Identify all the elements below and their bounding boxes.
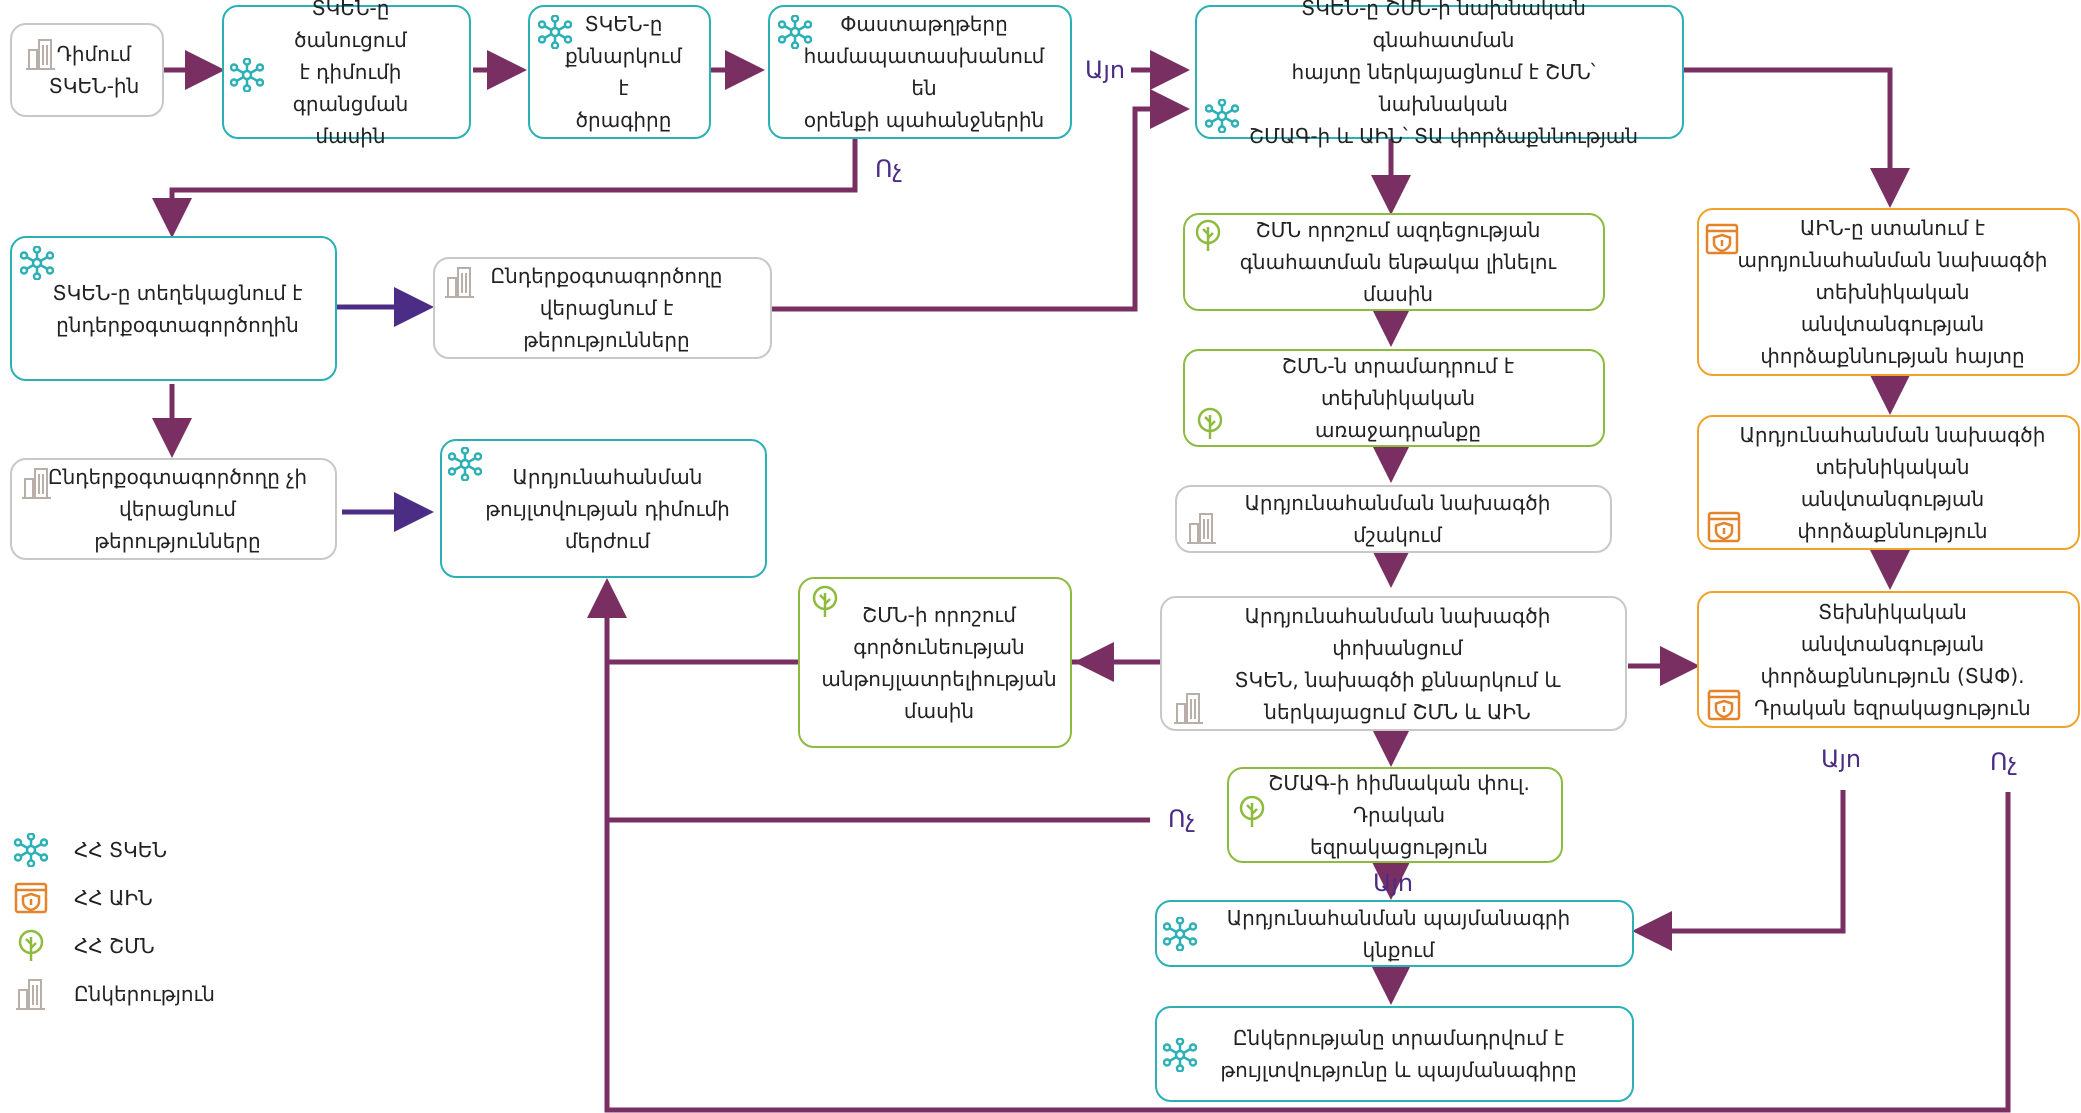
shield-icon [1705,223,1739,255]
molecule-icon [230,58,264,92]
node-text: Արդյունահանման թույլտվության դիմումի մեր… [485,464,730,553]
molecule-icon [14,833,48,867]
yes-label: Այո [1821,745,1862,773]
legend-label: Ընկերություն [74,982,215,1006]
node-text: Ընկերությանը տրամադրվում է թույլտվությու… [1220,1026,1577,1082]
node-review-program: ՏԿԵՆ-ը քննարկում է ծրագիրը [528,5,711,139]
node-docs-compliance: Փաստաթղթերը համապատասխանում են օրենքի պա… [768,5,1072,139]
tree-icon [1239,795,1265,827]
tree-icon [1197,407,1223,439]
legend-label: ՀՀ ՏԿԵՆ [74,838,167,862]
node-apply: Դիմում ՏԿԵՆ-ին [10,23,164,117]
node-text: ՇՄԱԳ-ի հիմնական փուլ. Դրական եզրակացությ… [1268,771,1530,859]
node-text: ԱԻՆ-ը ստանում է արդյունահանման նախագծի տ… [1737,216,2048,368]
node-text: Տեխնիկական անվտանգության փորձաքննություն… [1754,599,2031,720]
node-project-transfer: Արդյունահանման նախագծի փոխանցում ՏԿԵՆ, ն… [1160,596,1627,731]
yes-label: Այո [1373,869,1414,897]
molecule-icon [448,447,482,481]
node-project-dev: Արդյունահանման նախագծի մշակում [1175,485,1612,553]
node-text: Արդյունահանման պայմանագրի կնքում [1226,905,1571,962]
node-request-assessment: ՏԿԵՆ-ը ՇՄՆ-ի նախնական գնահատման հայտը նե… [1195,0,1684,148]
molecule-icon [778,15,812,49]
node-license-grant: Ընկերությանը տրամադրվում է թույլտվությու… [1155,1006,1634,1102]
node-eia-main: ՇՄԱԳ-ի հիմնական փուլ. Դրական եզրակացությ… [1227,767,1563,863]
node-ein-receives: ԱԻՆ-ը ստանում է արդյունահանման նախագծի տ… [1697,208,2080,376]
node-developer-fixes: Ընդերքօգտագործողը վերացնում է թերություն… [433,257,772,359]
node-text: Ընդերքօգտագործողը չի վերացնում թերությու… [47,465,308,553]
node-text: ՏԿԵՆ-ը տեղեկացնում է ընդերքօգտագործողին [52,280,303,337]
tree-icon [18,929,44,961]
node-text: Արդյունահանման նախագծի փոխանցում ՏԿԵՆ, ն… [1234,603,1561,724]
tree-icon [812,585,838,617]
node-tech-safety-positive: Տեխնիկական անվտանգության փորձաքննություն… [1697,591,2080,728]
node-reject: Արդյունահանման թույլտվության դիմումի մեր… [440,439,767,578]
shield-icon [14,882,48,914]
legend-label: ՀՀ ՇՄՆ [74,934,155,958]
legend-label: ՀՀ ԱԻՆ [74,886,153,910]
building-icon [22,468,51,499]
connector [587,578,2011,1113]
molecule-icon [20,246,54,280]
molecule-icon [1163,917,1197,951]
building-icon [16,979,45,1010]
node-text: Արդյունահանման նախագծի մշակում [1244,491,1551,547]
yes-label: Այո [1085,56,1126,84]
connector [1684,67,1910,208]
node-mne-unacceptable: ՇՄՆ-ի որոշում գործունեության անթույլատրե… [798,577,1072,748]
node-text: Արդյունահանման նախագծի տեխնիկական անվտան… [1739,422,2046,543]
node-contract-sign: Արդյունահանման պայմանագրի կնքում [1155,900,1634,967]
tree-icon [1195,219,1221,251]
node-text: ՏԿԵՆ-ը քննարկում է ծրագիրը [565,12,682,132]
no-label: Ոչ [875,155,903,183]
no-label: Ոչ [1990,748,2018,776]
legend-item: ՀՀ ՏԿԵՆ [14,832,167,868]
legend-item: ՀՀ ԱԻՆ [14,880,153,916]
node-inform-developer: ՏԿԵՆ-ը տեղեկացնում է ընդերքօգտագործողին [10,236,337,381]
legend-item: Ընկերություն [14,976,215,1012]
building-icon [26,39,55,70]
node-text: ՏԿԵՆ-ը ՇՄՆ-ի նախնական գնահատման հայտը նե… [1248,0,1639,148]
node-text: Ընդերքօգտագործողը վերացնում է թերություն… [490,264,723,352]
shield-icon [1707,689,1741,721]
building-icon [1174,693,1203,724]
node-text: ՇՄՆ-ն տրամադրում է տեխնիկական առաջադրանք… [1281,354,1515,442]
building-icon [1187,513,1216,544]
node-text: ՏԿԵՆ-ը ծանուցում է դիմումի գրանցման մասի… [292,0,409,148]
connector [152,139,858,238]
molecule-icon [1163,1038,1197,1072]
node-text: Դիմում ՏԿԵՆ-ին [48,42,140,98]
node-mne-terms: ՇՄՆ-ն տրամադրում է տեխնիկական առաջադրանք… [1183,349,1605,447]
no-label: Ոչ [1168,805,1196,833]
node-mne-decision: ՇՄՆ որոշում ազդեցության գնահատման ենթակա… [1183,213,1605,311]
node-developer-not-fix: Ընդերքօգտագործողը չի վերացնում թերությու… [10,458,337,560]
connector [772,89,1190,312]
molecule-icon [538,15,572,49]
node-tech-safety-review: Արդյունահանման նախագծի տեխնիկական անվտան… [1697,415,2080,550]
legend-item: ՀՀ ՇՄՆ [14,928,155,964]
node-text: ՇՄՆ որոշում ազդեցության գնահատման ենթակա… [1239,218,1557,306]
node-text: Փաստաթղթերը համապատասխանում են օրենքի պա… [803,12,1045,132]
building-icon [445,267,474,298]
connector [1632,790,1846,951]
node-text: ՇՄՆ-ի որոշում գործունեության անթույլատրե… [821,602,1057,723]
molecule-icon [1205,99,1239,133]
node-notify-registration: ՏԿԵՆ-ը ծանուցում է դիմումի գրանցման մասի… [222,0,471,148]
shield-icon [1707,511,1741,543]
